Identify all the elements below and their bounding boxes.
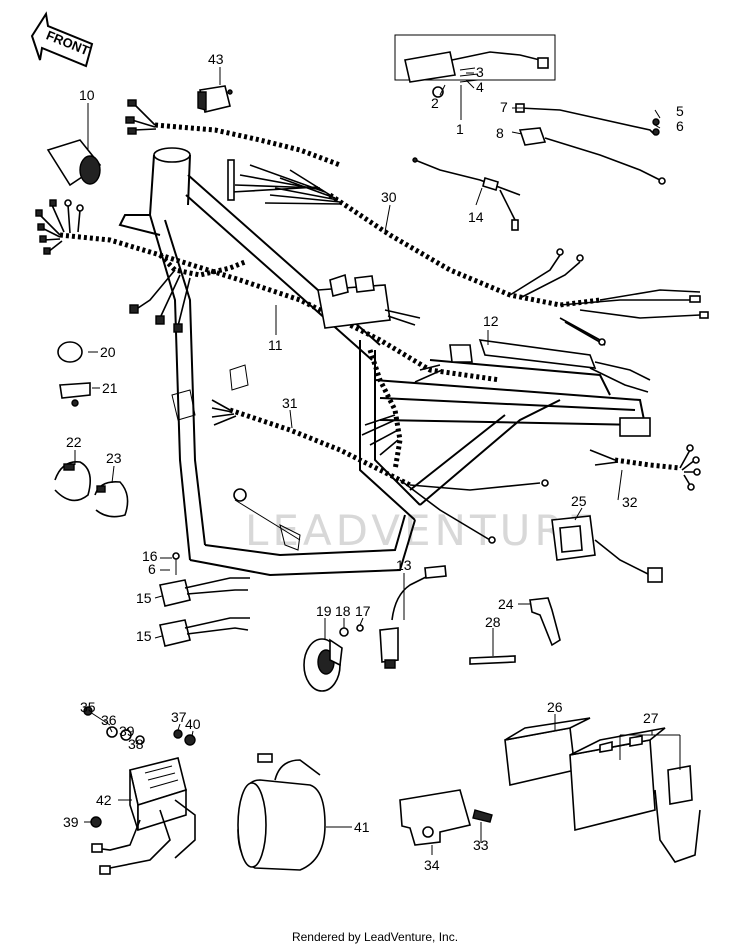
callout-6-top: 6 — [676, 118, 684, 134]
callout-39-top: 39 — [119, 723, 135, 739]
callout-43: 43 — [208, 51, 224, 67]
callout-24: 24 — [498, 596, 514, 612]
callout-10: 10 — [79, 87, 95, 103]
main-harness — [35, 99, 709, 544]
brackets-24-28-25 — [469, 515, 663, 665]
callout-41: 41 — [354, 819, 370, 835]
front-arrow: FRONT — [30, 11, 94, 68]
tail-harness — [414, 339, 651, 393]
callout-15-bottom: 15 — [136, 628, 152, 644]
callout-21: 21 — [102, 380, 118, 396]
cables-7-8-14 — [412, 103, 666, 231]
callout-25: 25 — [571, 493, 587, 509]
frame — [118, 147, 651, 577]
callout-33: 33 — [473, 837, 489, 853]
parts-15-16 — [159, 552, 250, 647]
callout-12: 12 — [483, 313, 499, 329]
callout-37: 37 — [171, 709, 187, 725]
callout-42: 42 — [96, 792, 112, 808]
battery-box — [504, 717, 701, 863]
regulator-assembly — [83, 706, 196, 875]
callout-13: 13 — [396, 557, 412, 573]
callout-31: 31 — [282, 395, 298, 411]
leader-lines — [74, 67, 661, 855]
callout-26: 26 — [547, 699, 563, 715]
callout-20: 20 — [100, 344, 116, 360]
callout-39-bottom: 39 — [63, 814, 79, 830]
callout-18: 18 — [335, 603, 351, 619]
watermark: LEADVENTURE — [245, 506, 598, 555]
callout-30: 30 — [381, 189, 397, 205]
callout-8: 8 — [496, 125, 504, 141]
callout-35: 35 — [80, 699, 96, 715]
part-1-box — [394, 34, 556, 120]
callout-34: 34 — [424, 857, 440, 873]
callout-1: 1 — [456, 121, 464, 137]
bracket-34 — [399, 789, 493, 846]
relay-43 — [197, 85, 233, 113]
callout-32: 32 — [622, 494, 638, 510]
callout-27: 27 — [643, 710, 659, 726]
callout-15-top: 15 — [136, 590, 152, 606]
headlight-41 — [237, 753, 326, 871]
callout-6-mid: 6 — [148, 561, 156, 577]
callout-2: 2 — [431, 95, 439, 111]
switch-10 — [46, 139, 102, 187]
callout-7: 7 — [500, 99, 508, 115]
callouts: 43 10 3 4 2 1 7 8 5 6 14 30 11 12 20 21 … — [63, 51, 684, 873]
callout-16: 16 — [142, 548, 158, 564]
callout-38: 38 — [128, 736, 144, 752]
footer-credit: Rendered by LeadVenture, Inc. — [291, 930, 459, 944]
callout-4: 4 — [476, 79, 484, 95]
small-parts-left — [54, 341, 129, 518]
callout-14: 14 — [468, 209, 484, 225]
callout-22: 22 — [66, 434, 82, 450]
callout-23: 23 — [106, 450, 122, 466]
horn-and-switch — [303, 565, 447, 692]
callout-19: 19 — [316, 603, 332, 619]
callout-17: 17 — [355, 603, 371, 619]
callout-3: 3 — [476, 64, 484, 80]
callout-11: 11 — [268, 337, 283, 353]
callout-40: 40 — [185, 716, 201, 732]
harness-32 — [589, 444, 701, 491]
callout-36: 36 — [101, 712, 117, 728]
callout-5: 5 — [676, 103, 684, 119]
callout-28: 28 — [485, 614, 501, 630]
